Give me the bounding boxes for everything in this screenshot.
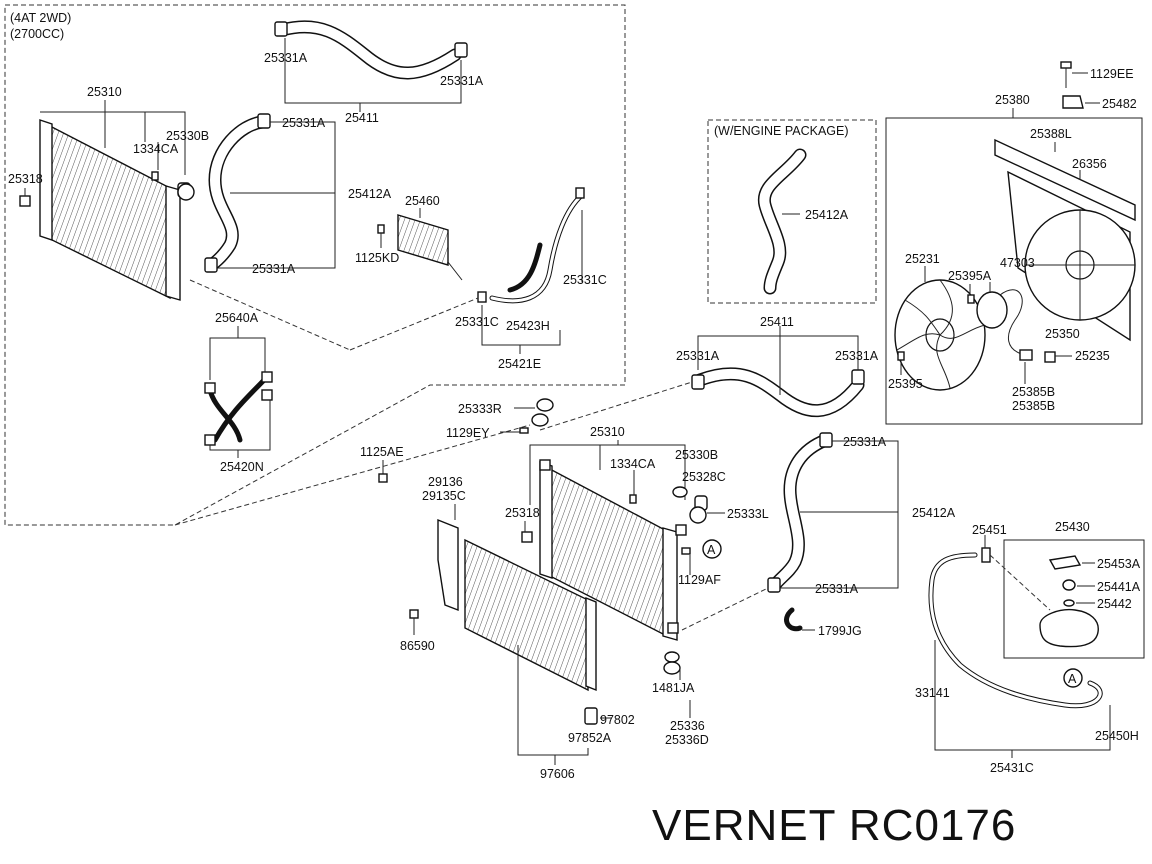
sensor-25333R (519, 398, 554, 434)
upper-hose-mid (691, 367, 865, 418)
atf-hoses (204, 371, 273, 446)
label-25431C: 25431C (990, 761, 1034, 775)
bolt-1129EE (1060, 61, 1072, 88)
fan-assembly-frame (885, 117, 1143, 425)
variant-note-1: (4AT 2WD) (10, 11, 71, 25)
label-25385B: 25385B (1012, 385, 1055, 399)
label-25442: 25442 (1097, 597, 1132, 611)
label-86590: 86590 (400, 639, 435, 653)
lower-hose-mid (767, 432, 833, 593)
label-25333L: 25333L (727, 507, 769, 521)
clip-1799JG (784, 607, 803, 632)
label-25330B: 25330B (675, 448, 718, 462)
label-47303: 47303 (1000, 256, 1035, 270)
label-1129EE: 1129EE (1090, 67, 1134, 81)
label-33141: 33141 (915, 686, 950, 700)
label-25450H: 25450H (1095, 729, 1139, 743)
oil-cooler (377, 214, 463, 281)
label-29135C: 29135C (422, 489, 466, 503)
label-25310: 25310 (87, 85, 122, 99)
label-25330B: 25330B (166, 129, 209, 143)
label-29136: 29136 (428, 475, 463, 489)
engine-package-frame (707, 119, 877, 304)
label-25441A: 25441A (1097, 580, 1141, 594)
label-1334CA: 1334CA (133, 142, 179, 156)
variant-note-2: (2700CC) (10, 27, 64, 41)
radiator-top (19, 119, 195, 301)
label-25423H: 25423H (506, 319, 550, 333)
label-1125KD: 1125KD (355, 251, 399, 265)
fan-blade (894, 279, 986, 391)
label-25412A: 25412A (805, 208, 849, 222)
label-25482: 25482 (1102, 97, 1137, 111)
label-25331A: 25331A (835, 349, 879, 363)
lower-hose-top (204, 113, 271, 273)
label-1129AF: 1129AF (678, 573, 721, 587)
label-25451: 25451 (972, 523, 1007, 537)
label-25430: 25430 (1055, 520, 1090, 534)
label-25388L: 25388L (1030, 127, 1072, 141)
mount-insulator (663, 651, 681, 675)
label-1129EY: 1129EY (446, 426, 490, 440)
label-25333R: 25333R (458, 402, 502, 416)
label-25235: 25235 (1075, 349, 1110, 363)
label-25420N: 25420N (220, 460, 264, 474)
fan-shroud (994, 138, 1136, 342)
label-25411: 25411 (760, 315, 794, 329)
label-25331C: 25331C (563, 273, 607, 287)
marker-a: A (707, 543, 716, 557)
label-1334CA: 1334CA (610, 457, 656, 471)
radiator-mid (521, 459, 691, 641)
label-25318: 25318 (8, 172, 43, 186)
label-97802: 97802 (600, 713, 635, 727)
reservoir-frame (1003, 539, 1145, 659)
label-97606: 97606 (540, 767, 575, 781)
label-25395: 25395 (888, 377, 923, 391)
label-25331A: 25331A (282, 116, 326, 130)
label-25231: 25231 (905, 252, 940, 266)
label-25336D: 25336D (665, 733, 709, 747)
label-1125AE: 1125AE (360, 445, 404, 459)
engine-package-hose (757, 148, 807, 295)
label-25331A: 25331A (440, 74, 484, 88)
label-25336: 25336 (670, 719, 705, 733)
label-25331A: 25331A (815, 582, 859, 596)
label-1481JA: 1481JA (652, 681, 695, 695)
label-1799JG: 1799JG (818, 624, 862, 638)
label-25395A: 25395A (948, 269, 992, 283)
overflow-hose (928, 547, 1103, 709)
label-25331A: 25331A (264, 51, 308, 65)
label-25640A: 25640A (215, 311, 259, 325)
label-25310: 25310 (590, 425, 625, 439)
cooler-lines (477, 187, 585, 304)
label-25385B: 25385B (1012, 399, 1055, 413)
label-25350: 25350 (1045, 327, 1080, 341)
variant-frame (4, 4, 626, 526)
label-25331A: 25331A (252, 262, 296, 276)
radiator-cap (672, 486, 708, 536)
label-25331C: 25331C (455, 315, 499, 329)
part-caption: VERNET RC0176 (652, 801, 1016, 850)
label-25412A: 25412A (348, 187, 392, 201)
label-25380: 25380 (995, 93, 1030, 107)
label-25331A: 25331A (843, 435, 887, 449)
marker-a: A (1068, 672, 1077, 686)
label-25453A: 25453A (1097, 557, 1141, 571)
label-25460: 25460 (405, 194, 440, 208)
label-25421E: 25421E (498, 357, 541, 371)
label-26356: 26356 (1072, 157, 1107, 171)
label-25328C: 25328C (682, 470, 726, 484)
label-25331A: 25331A (676, 349, 720, 363)
label-25411: 25411 (345, 111, 379, 125)
label-25318: 25318 (505, 506, 540, 520)
label-97852A: 97852A (568, 731, 612, 745)
label-25412A: 25412A (912, 506, 956, 520)
coolant-reservoir (1039, 555, 1099, 648)
engine-package-note: (W/ENGINE PACKAGE) (714, 124, 849, 138)
upper-hose-top (274, 20, 468, 80)
condenser (409, 518, 598, 725)
